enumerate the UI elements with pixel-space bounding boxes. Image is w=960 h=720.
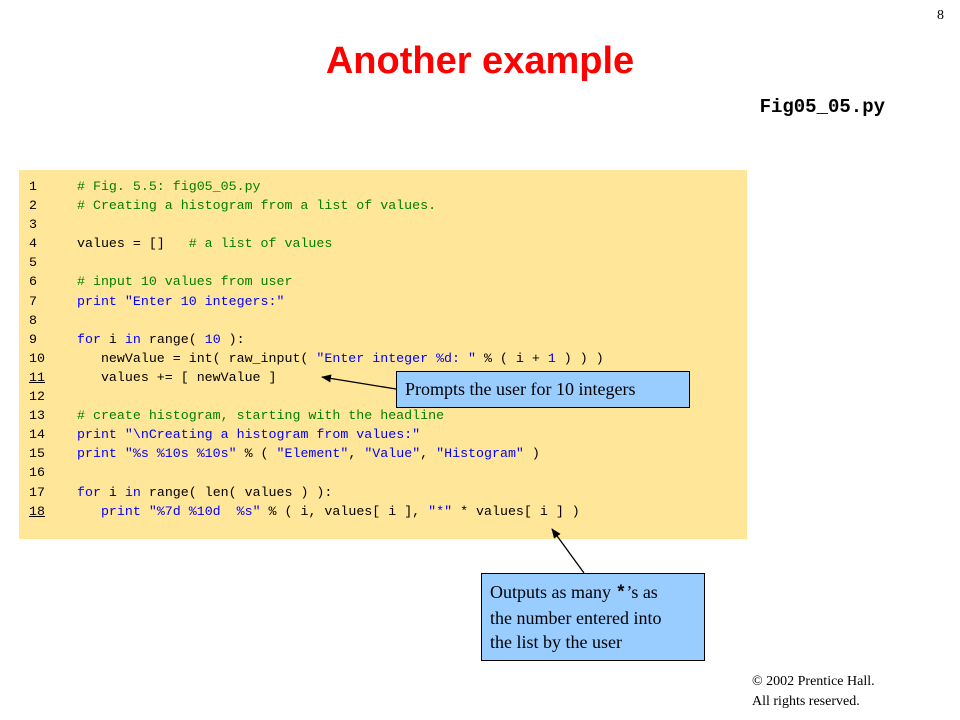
- code-token: [117, 427, 125, 442]
- code-token: values = []: [77, 236, 189, 252]
- asterisk-symbol: *: [615, 584, 627, 604]
- code-token: # create histogram, starting with the he…: [77, 408, 445, 424]
- code-token: range( len( values ) ):: [140, 484, 333, 500]
- code-line: 9 for i in range( 10 ):: [29, 330, 604, 349]
- code-token: "Value": [364, 446, 421, 462]
- code-line: 7 print "Enter 10 integers:": [29, 292, 604, 311]
- line-number: 16: [29, 465, 45, 481]
- line-number: 13: [29, 408, 45, 424]
- code-token: "%s %10s %10s": [124, 446, 237, 462]
- line-number: 18: [29, 503, 45, 519]
- line-number: 12: [29, 389, 45, 405]
- line-number: 10: [29, 350, 45, 366]
- output-callout-text: ’s as: [626, 582, 658, 602]
- line-number: 17: [29, 484, 45, 500]
- code-token: "Histogram": [436, 446, 524, 462]
- code-token: in: [124, 331, 141, 347]
- code-token: % (: [236, 446, 277, 462]
- slide-title: Another example: [325, 40, 635, 82]
- line-number: 7: [29, 293, 37, 309]
- code-line: 18 print "%7d %10d %s" % ( i, values[ i …: [29, 502, 604, 521]
- code-token: "*": [428, 503, 453, 519]
- code-token: for: [77, 331, 101, 347]
- code-token: [77, 504, 101, 519]
- line-number: 11: [29, 369, 45, 385]
- line-number: 14: [29, 427, 45, 443]
- code-token: [117, 446, 125, 461]
- code-token: "Enter 10 integers:": [124, 293, 285, 309]
- code-token: print: [77, 427, 117, 443]
- page-number: 8: [937, 8, 944, 23]
- output-callout-line-1: Outputs as many *’s as: [490, 580, 696, 606]
- code-token: ): [523, 446, 540, 462]
- code-line: 8: [29, 311, 604, 330]
- code-token: "%7d %10d %s": [148, 503, 261, 519]
- code-token: # Fig. 5.5: fig05_05.py: [77, 179, 261, 194]
- code-token: "Enter integer %d: ": [316, 350, 476, 366]
- line-number: 6: [29, 274, 37, 290]
- code-token: print: [100, 503, 141, 519]
- code-line: 16: [29, 463, 604, 482]
- code-panel: 1 # Fig. 5.5: fig05_05.py 2 # Creating a hi…: [19, 170, 747, 539]
- output-callout-line-2: the number entered into: [490, 608, 662, 628]
- code-token: % ( i, values[ i ],: [260, 503, 429, 519]
- code-token: "\nCreating a histogram from values:": [124, 427, 421, 443]
- code-token: print: [77, 446, 117, 462]
- code-token: in: [124, 484, 141, 500]
- code-line: 5: [29, 253, 604, 272]
- code-token: # input 10 values from user: [77, 274, 293, 290]
- code-token: 10: [204, 331, 221, 347]
- code-line: 15 print "%s %10s %10s" % ( "Element", "V…: [29, 444, 604, 463]
- copyright-line-1: © 2002 Prentice Hall.: [752, 674, 875, 689]
- code-line: 12: [29, 387, 604, 406]
- code-token: range(: [140, 331, 205, 347]
- output-callout: Outputs as many *’s as the number entere…: [481, 573, 705, 661]
- code-line: 11 values += [ newValue ]: [29, 368, 604, 387]
- line-number: 4: [29, 236, 37, 252]
- code-token: ):: [220, 331, 245, 347]
- code-token: [141, 504, 149, 519]
- code-token: i: [100, 484, 125, 500]
- code-line: 3: [29, 215, 604, 234]
- code-token: ,: [348, 446, 365, 462]
- code-token: newValue = int( raw_input(: [77, 350, 317, 366]
- code-line: 1 # Fig. 5.5: fig05_05.py: [29, 177, 604, 196]
- file-label: Fig05_05.py: [759, 96, 885, 118]
- copyright-line-2: All rights reserved.: [752, 694, 860, 709]
- code-line: 2 # Creating a histogram from a list of v…: [29, 196, 604, 215]
- code-line: 10 newValue = int( raw_input( "Enter int…: [29, 349, 604, 368]
- code-line: 17 for i in range( len( values ) ):: [29, 483, 604, 502]
- code-token: i: [100, 331, 125, 347]
- line-number: 15: [29, 446, 45, 462]
- code-token: ,: [420, 446, 437, 462]
- code-token: # a list of values: [188, 236, 333, 252]
- code-token: [117, 294, 125, 309]
- code-listing: 1 # Fig. 5.5: fig05_05.py 2 # Creating a hi…: [29, 177, 604, 521]
- copyright-notice: © 2002 Prentice Hall. All rights reserve…: [752, 672, 875, 712]
- line-number: 3: [29, 217, 37, 233]
- line-number: 8: [29, 312, 37, 328]
- code-line: 4 values = [] # a list of values: [29, 234, 604, 253]
- line-number: 9: [29, 331, 37, 347]
- code-token: print: [77, 293, 117, 309]
- code-token: * values[ i ] ): [452, 503, 580, 519]
- code-line: 13 # create histogram, starting with the …: [29, 406, 604, 425]
- code-token: ) ) ): [555, 350, 604, 366]
- line-number: 5: [29, 255, 37, 271]
- line-number: 2: [29, 198, 37, 214]
- code-line: 14 print "\nCreating a histogram from val…: [29, 425, 604, 444]
- code-token: for: [77, 484, 101, 500]
- code-token: # Creating a histogram from a list of va…: [77, 198, 437, 214]
- code-token: values += [ newValue ]: [77, 369, 277, 385]
- output-callout-line-3: the list by the user: [490, 632, 622, 652]
- code-line: 6 # input 10 values from user: [29, 272, 604, 291]
- line-number: 1: [29, 179, 37, 194]
- code-token: "Element": [276, 446, 349, 462]
- code-token: % ( i +: [475, 350, 548, 366]
- prompt-callout: Prompts the user for 10 integers: [396, 371, 690, 408]
- output-callout-text: Outputs as many: [490, 582, 616, 602]
- code-token: 1: [547, 350, 556, 366]
